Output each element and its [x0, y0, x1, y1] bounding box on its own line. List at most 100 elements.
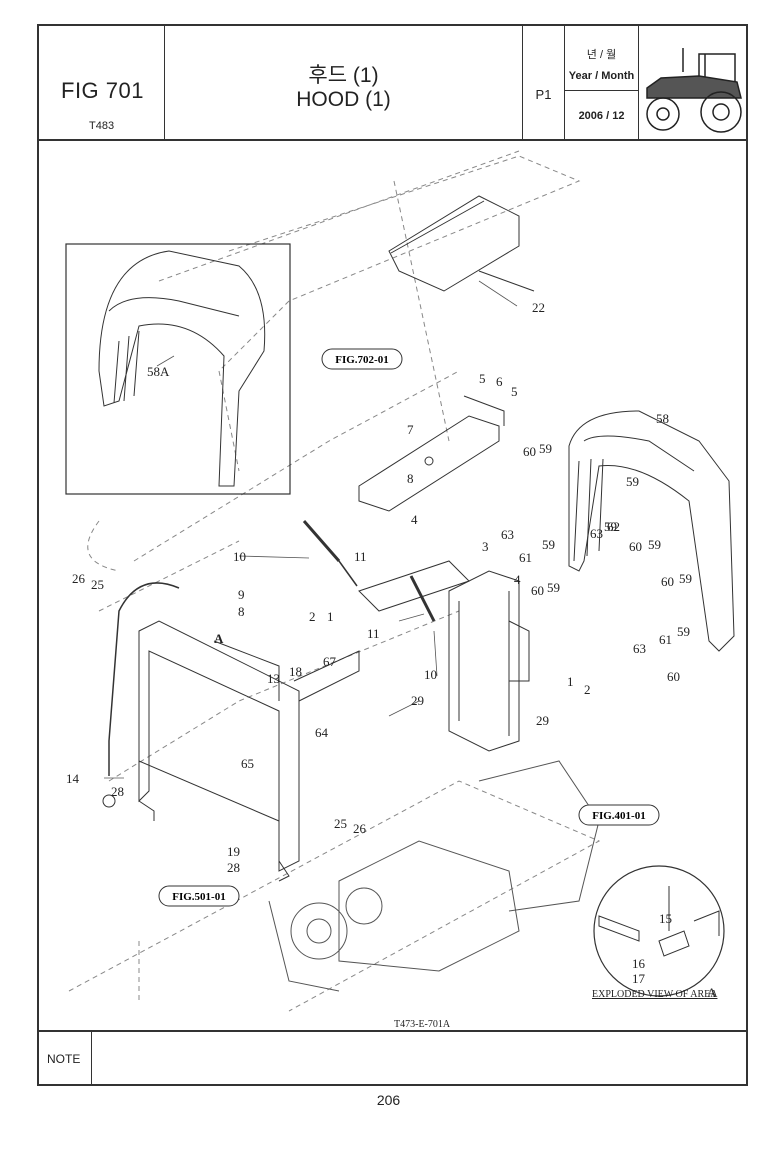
fig-cell: FIG 701 T483	[39, 26, 165, 139]
title-english: HOOD (1)	[296, 88, 391, 111]
leader-lines	[104, 280, 599, 817]
callout-59: 59	[547, 580, 560, 595]
right-fender	[568, 410, 735, 652]
fig-401-ref[interactable]: FIG.401-01	[578, 804, 660, 826]
callout-59: 59	[679, 571, 692, 586]
callout-4: 4	[514, 572, 521, 587]
title-cell: 후드 (1) HOOD (1)	[165, 26, 523, 139]
callout-6: 6	[496, 374, 503, 389]
tractor-thumbnail	[639, 26, 746, 139]
fig-501-ref[interactable]: FIG.501-01	[158, 885, 240, 907]
callout-60: 60	[629, 539, 642, 554]
parts-sheet: FIG 701 T483 후드 (1) HOOD (1) P1 년 / 월 Ye…	[37, 24, 748, 1086]
callout-59: 59	[648, 537, 661, 552]
callout-60: 60	[531, 583, 544, 598]
callout-28: 28	[111, 784, 124, 799]
callout-29: 29	[536, 713, 549, 728]
callout-19: 19	[227, 844, 240, 859]
fender-detail	[98, 250, 266, 487]
fig-702-ref[interactable]: FIG.702-01	[321, 348, 403, 370]
title-korean: 후드 (1)	[308, 64, 379, 87]
callout-26: 26	[72, 571, 86, 586]
callout-13: 13	[267, 671, 280, 686]
callout-8: 8	[407, 471, 414, 486]
page-cell: P1	[523, 26, 565, 139]
cable-end	[102, 794, 116, 808]
callout-59: 59	[539, 441, 552, 456]
gas-spring	[302, 520, 341, 562]
callout-28: 28	[227, 860, 240, 875]
svg-text:FIG.702-01: FIG.702-01	[335, 354, 388, 366]
callout-10: 10	[424, 667, 437, 682]
callout-25: 25	[91, 577, 104, 592]
area-marker-label: A	[707, 985, 717, 1000]
callout-63: 63	[590, 526, 603, 541]
date-divider	[565, 90, 638, 91]
callout-59: 59	[604, 519, 617, 534]
hood-outline	[68, 150, 601, 1012]
callout-14: 14	[66, 771, 80, 786]
callout-58: 58	[656, 411, 669, 426]
callout-60: 60	[523, 444, 536, 459]
callout-59: 59	[626, 474, 639, 489]
callout-5: 5	[479, 371, 486, 386]
note-row: NOTE	[39, 1030, 746, 1086]
callout-67: 67	[323, 654, 337, 669]
callout-18: 18	[289, 664, 302, 679]
callout-3: 3	[482, 539, 489, 554]
callout-2: 2	[309, 609, 316, 624]
fig-number: FIG 701	[61, 78, 144, 103]
callout-1: 1	[567, 674, 574, 689]
exploded-parts-drawing: FIG.702-01 FIG.401-01 FIG.501-01 58A EXP…	[39, 141, 746, 1031]
callout-15: 15	[659, 911, 672, 926]
svg-text:FIG.401-01: FIG.401-01	[592, 810, 645, 822]
svg-text:FIG.501-01: FIG.501-01	[172, 891, 225, 903]
drawing-canvas: FIG.702-01 FIG.401-01 FIG.501-01 58A EXP…	[65, 150, 735, 1030]
exploded-view-parts	[598, 886, 720, 957]
drawing-code: T473-E-701A	[394, 1019, 451, 1030]
year-month-korean: 년 / 월	[586, 49, 617, 61]
callout-5: 5	[511, 384, 518, 399]
callout-60: 60	[667, 669, 680, 684]
throttle-cable	[108, 582, 180, 776]
callout-61: 61	[659, 632, 672, 647]
hood-cover-panel	[388, 195, 520, 292]
callout-11: 11	[367, 626, 380, 641]
fig-code: T483	[89, 120, 115, 132]
callout-29: 29	[411, 693, 424, 708]
exploded-view-circle	[593, 865, 725, 997]
callout-25: 25	[334, 816, 347, 831]
callout-10: 10	[233, 549, 246, 564]
tractor-icon	[646, 48, 742, 133]
left-main-frame	[138, 620, 360, 882]
callout-7: 7	[407, 422, 414, 437]
detail-inset	[65, 243, 291, 495]
page-label: P1	[535, 87, 552, 102]
note-label-cell: NOTE	[39, 1032, 92, 1086]
callout-8: 8	[238, 604, 245, 619]
callout-62: 62	[607, 519, 620, 534]
year-month-value: 2006 / 12	[578, 110, 625, 122]
note-label: NOTE	[47, 1052, 81, 1066]
callout-59: 59	[677, 624, 690, 639]
callout-63: 63	[501, 527, 514, 542]
callout-64: 64	[315, 725, 329, 740]
callout-60: 60	[661, 574, 674, 589]
callout-17: 17	[632, 971, 646, 986]
detail-label: 58A	[147, 364, 170, 379]
callout-59: 59	[542, 537, 555, 552]
header-block: FIG 701 T483 후드 (1) HOOD (1) P1 년 / 월 Ye…	[39, 26, 746, 141]
callout-16: 16	[632, 956, 646, 971]
callout-22: 22	[532, 300, 545, 315]
callout-65: 65	[241, 756, 254, 771]
callout-26: 26	[353, 821, 367, 836]
callout-1: 1	[327, 609, 334, 624]
page-number: 206	[376, 1092, 401, 1108]
date-cell: 년 / 월 Year / Month 2006 / 12	[565, 26, 639, 139]
area-marker: A	[214, 631, 224, 646]
callout-2: 2	[584, 682, 591, 697]
center-support-frame	[358, 560, 530, 752]
callout-11: 11	[354, 549, 367, 564]
upper-bracket	[358, 395, 505, 512]
callout-63: 63	[633, 641, 646, 656]
